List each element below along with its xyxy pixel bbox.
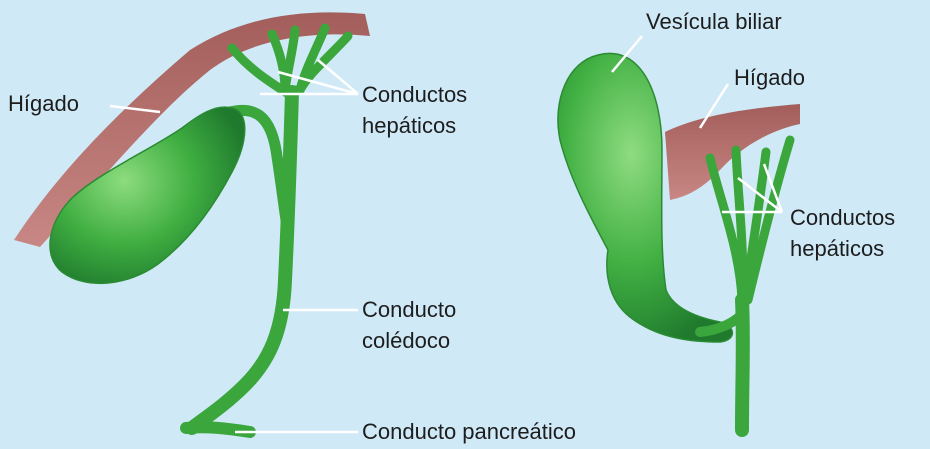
gallbladder-label: Vesícula biliar: [646, 6, 782, 37]
gallbladder-left: [50, 107, 245, 283]
left-panel: [14, 12, 370, 432]
pancreatic-duct-label: Conducto pancreático: [362, 416, 576, 447]
right-panel: [558, 36, 800, 430]
gallbladder-right: [558, 53, 732, 342]
hepatic-ducts-label-left: Conductos hepáticos: [362, 79, 467, 141]
liver-label-left: Hígado: [8, 88, 79, 119]
hepatic-ducts-label-right: Conductos hepáticos: [790, 202, 895, 264]
liver-label-right: Hígado: [734, 62, 805, 93]
common-bile-duct-label: Conducto colédoco: [362, 294, 456, 356]
